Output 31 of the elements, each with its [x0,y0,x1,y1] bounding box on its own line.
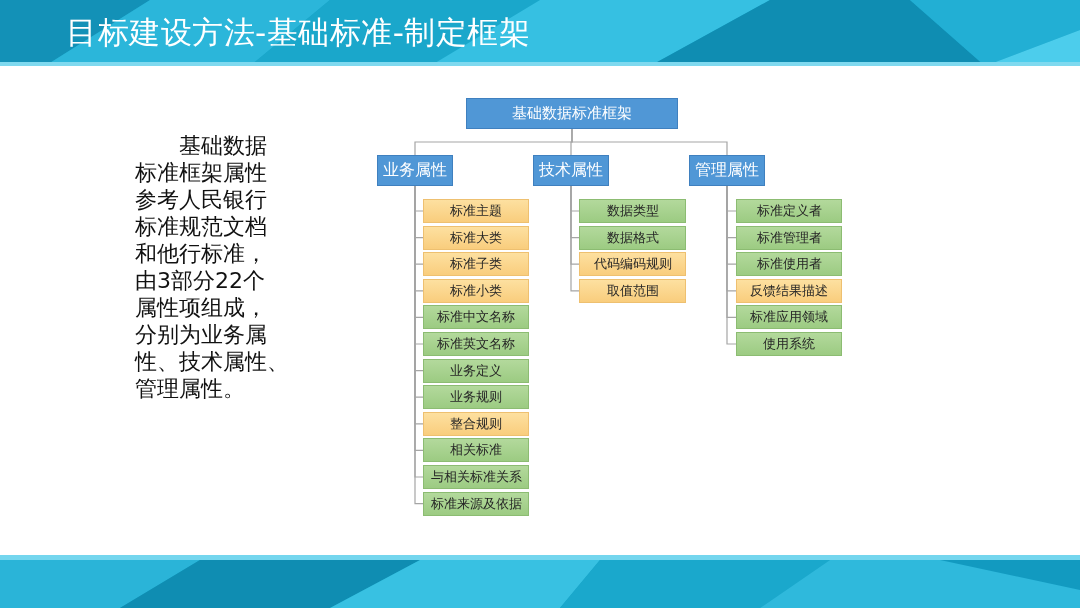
category-box: 管理属性 [689,155,765,186]
attribute-box: 标准大类 [423,225,529,250]
attribute-box: 代码编码规则 [579,252,686,277]
attribute-box: 与相关标准关系 [423,465,529,489]
attribute-box: 标准使用者 [736,252,842,277]
attribute-box: 标准小类 [423,278,529,303]
attribute-box: 数据格式 [579,225,686,250]
attribute-box: 标准主题 [423,199,529,223]
attribute-box: 数据类型 [579,199,686,223]
connector-line [571,128,728,156]
attribute-box: 业务定义 [423,358,529,383]
attribute-box: 标准中文名称 [423,305,529,330]
attribute-box: 使用系统 [736,332,842,356]
category-box: 技术属性 [533,155,609,186]
attribute-box: 标准子类 [423,252,529,277]
attribute-box: 标准英文名称 [423,332,529,356]
attribute-box: 标准应用领域 [736,305,842,330]
category-box: 业务属性 [377,155,453,186]
connector-line [726,185,737,345]
attribute-box: 整合规则 [423,411,529,436]
attribute-box: 取值范围 [579,278,686,303]
slide-title: 目标建设方法-基础标准-制定框架 [66,13,531,52]
connector-line [570,185,580,292]
attribute-box: 标准定义者 [736,199,842,223]
attribute-box: 标准来源及依据 [423,491,529,516]
heading-box: 基础数据标准框架 [466,98,678,129]
description-text: 基础数据标准框架属性参考人民银行标准规范文档和他行标准，由3部分22个属性项组成，分别为业务属性、技术属性、管理属性。 [135,132,289,402]
attribute-box: 业务规则 [423,385,529,410]
attribute-box: 反馈结果描述 [736,278,842,303]
attribute-box: 相关标准 [423,438,529,463]
attribute-box: 标准管理者 [736,225,842,250]
